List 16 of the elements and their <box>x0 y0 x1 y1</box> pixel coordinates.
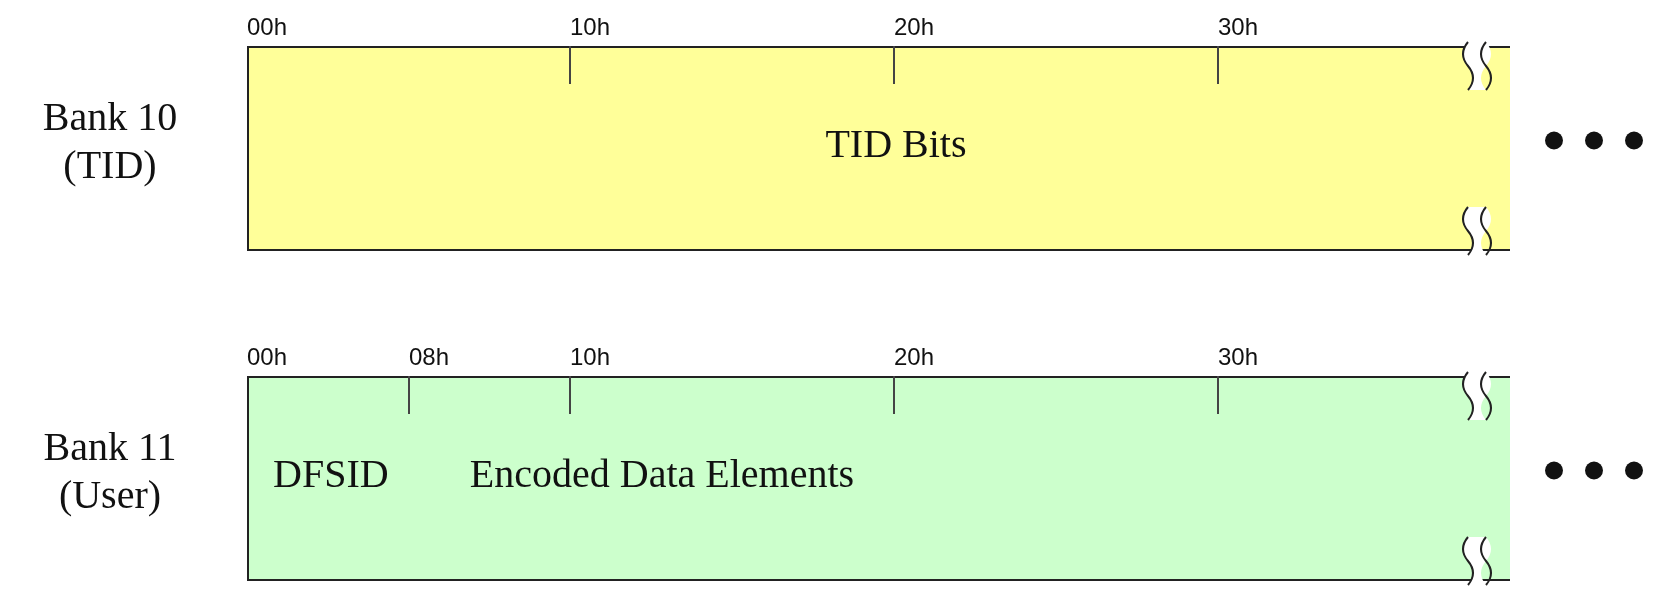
address-label: 30h <box>1218 13 1259 41</box>
field-label: Encoded Data Elements <box>469 449 855 496</box>
address-label: 20h <box>894 343 935 371</box>
field-label: TID Bits <box>825 119 967 166</box>
memory-bank-bar <box>247 46 1510 251</box>
field-label: DFSID <box>273 449 389 496</box>
memory-bank-bar <box>247 376 1510 581</box>
address-label: 10h <box>570 343 611 371</box>
address-label: 00h <box>247 343 288 371</box>
address-label: 20h <box>894 13 935 41</box>
address-label: 30h <box>1218 343 1259 371</box>
address-label: 08h <box>409 343 450 371</box>
address-label: 10h <box>570 13 611 41</box>
bank-label: Bank 10 (TID) <box>41 92 179 189</box>
bank-label: Bank 11 (User) <box>42 422 178 519</box>
address-label: 00h <box>247 13 288 41</box>
